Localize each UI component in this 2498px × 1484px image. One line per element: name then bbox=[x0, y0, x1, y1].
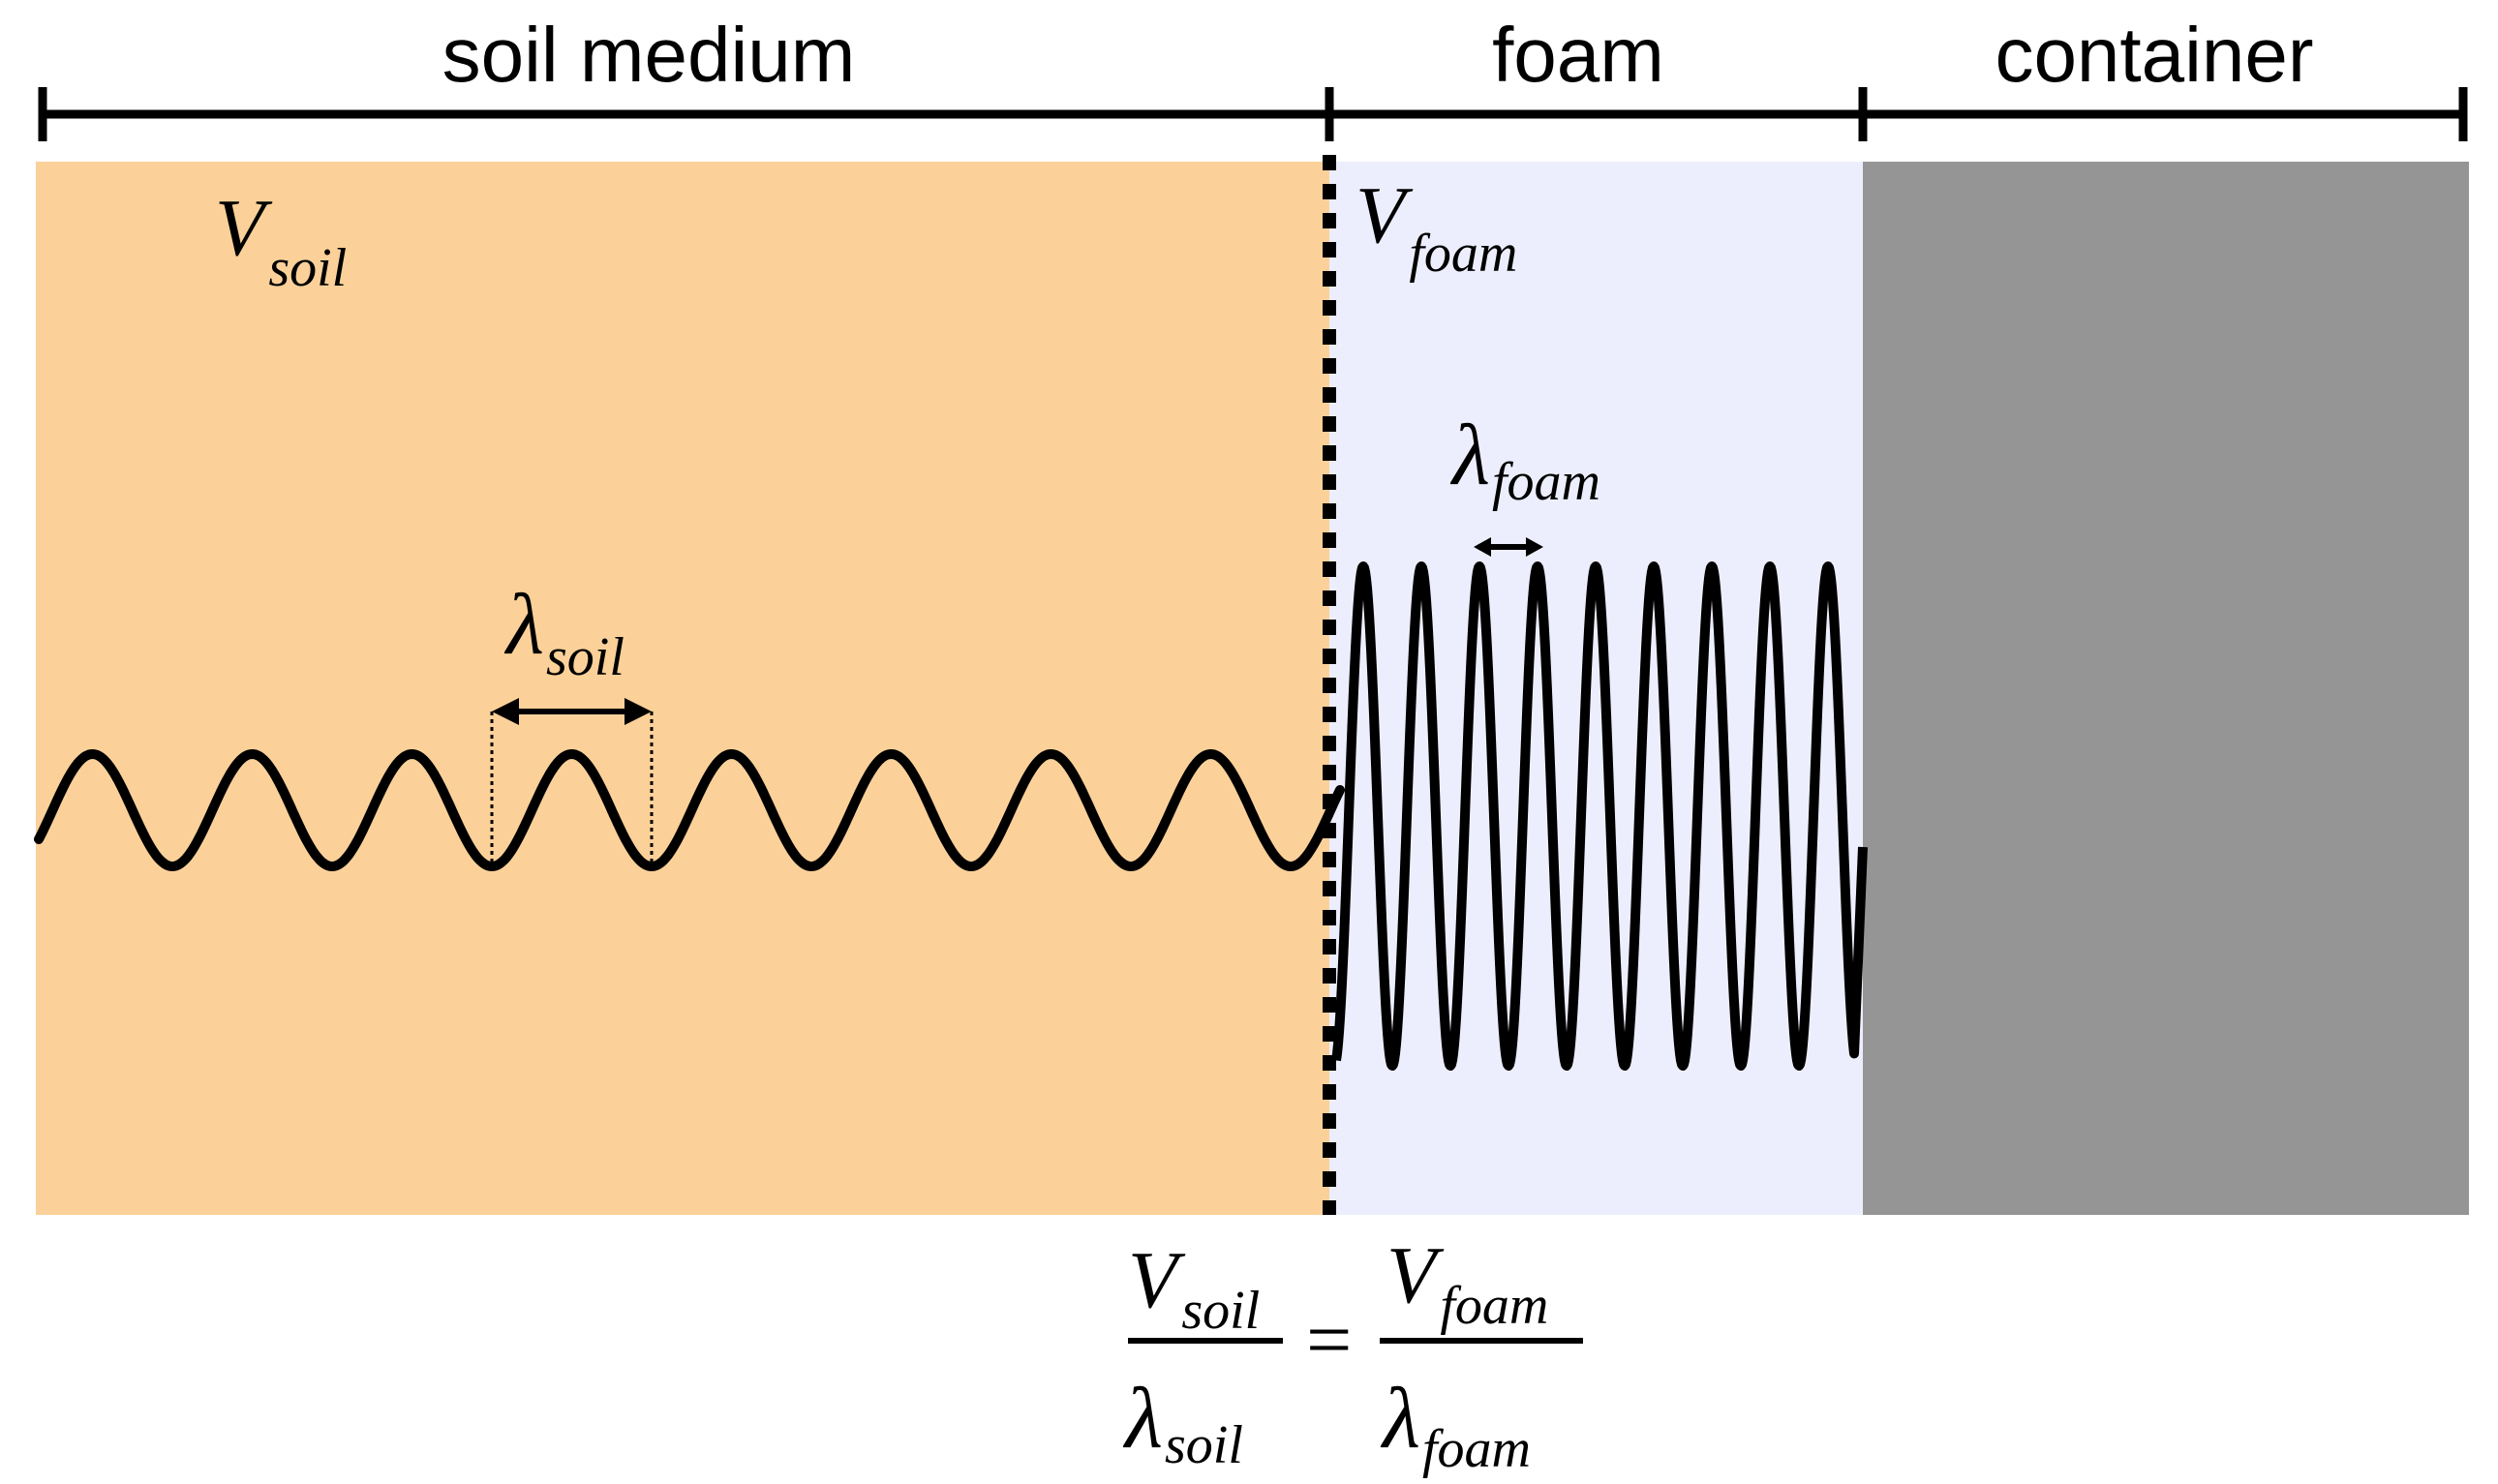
container-label: container bbox=[1995, 12, 2313, 98]
lambda-soil-marker bbox=[490, 698, 654, 866]
soil-wave bbox=[34, 748, 1345, 872]
equation-right-denominator: λfoam bbox=[1380, 1371, 1531, 1479]
lambda-soil-label: λsoil bbox=[503, 577, 624, 687]
v-foam-label: Vfoam bbox=[1356, 170, 1517, 284]
dimension-bar bbox=[38, 87, 2468, 141]
container-region bbox=[1863, 162, 2469, 1215]
equation-left-denominator: λsoil bbox=[1122, 1371, 1243, 1475]
foam-wave bbox=[1331, 561, 1868, 1071]
foam-label: foam bbox=[1492, 12, 1664, 98]
equation-right-numerator: Vfoam bbox=[1386, 1230, 1548, 1336]
equation-left-numerator: Vsoil bbox=[1128, 1235, 1260, 1341]
foam-region bbox=[1329, 162, 1863, 1215]
soil-medium-label: soil medium bbox=[442, 12, 856, 98]
equation-equals: = bbox=[1301, 1295, 1356, 1385]
v-soil-label: Vsoil bbox=[215, 183, 347, 298]
lambda-foam-marker bbox=[1474, 537, 1543, 557]
soil-region bbox=[36, 162, 1329, 1215]
wave-equation: Vsoil λsoil = Vfoam λfoam bbox=[1122, 1230, 1583, 1479]
lambda-foam-label: λfoam bbox=[1449, 408, 1600, 512]
